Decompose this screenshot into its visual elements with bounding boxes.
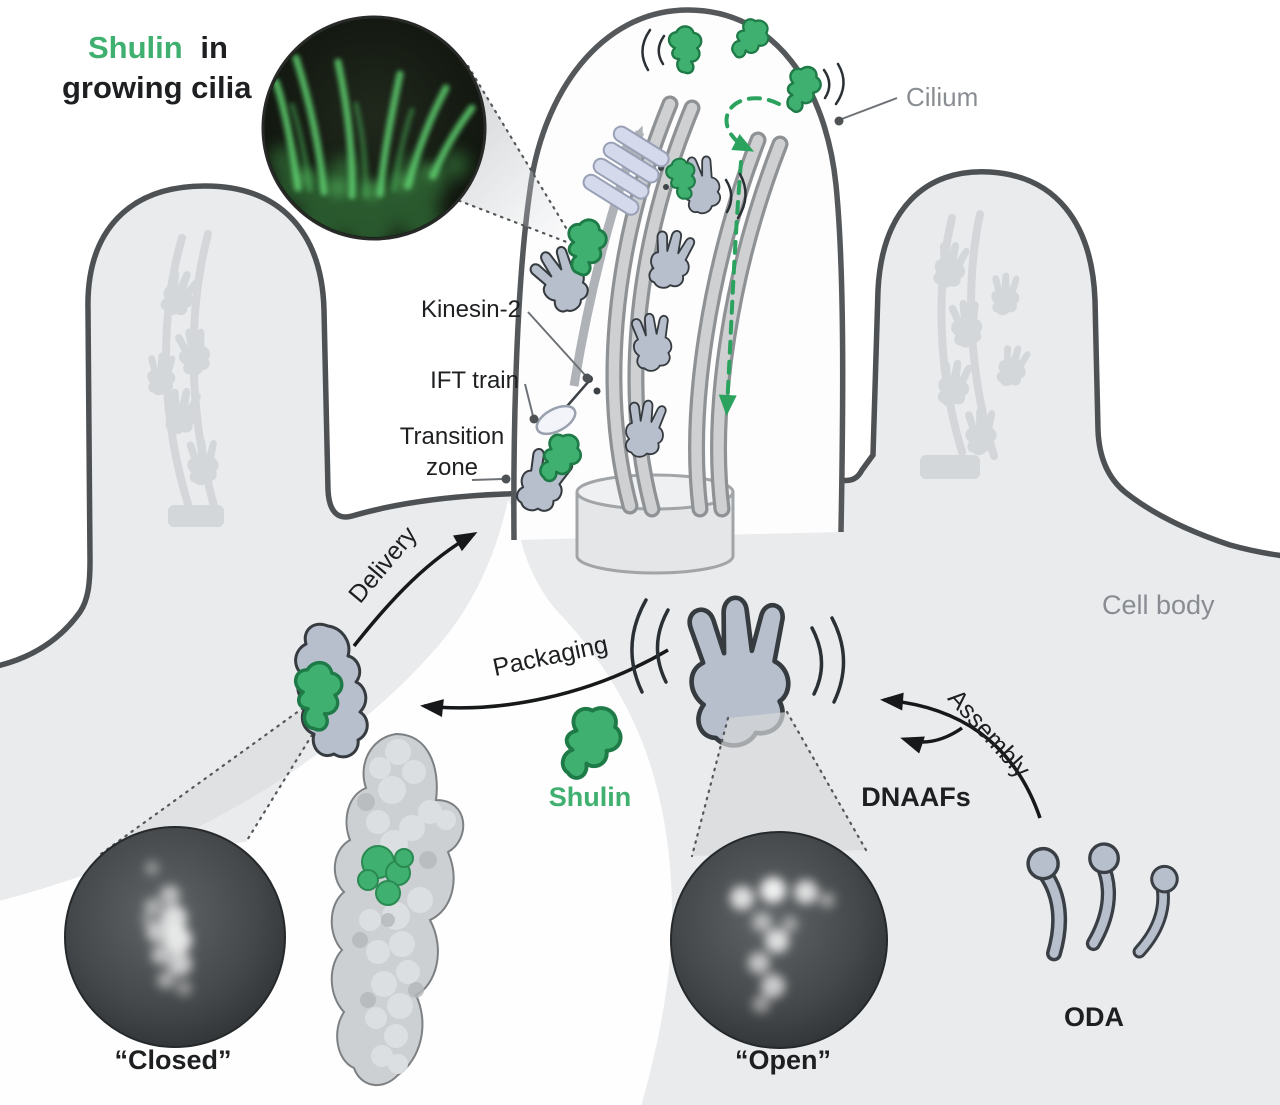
shulin-label: Shulin bbox=[549, 782, 632, 812]
dnaafs-label: DNAAFs bbox=[861, 782, 971, 812]
leader-dots bbox=[501, 116, 844, 484]
svg-text:Shulin in: Shulin in bbox=[88, 30, 228, 65]
leader-lines bbox=[471, 97, 898, 481]
transition-zone-label: Transition zone bbox=[400, 423, 504, 481]
packaging-arrow bbox=[420, 648, 669, 717]
kinesin2-label: Kinesin-2 bbox=[421, 296, 521, 323]
ift-train-label: IFT train bbox=[430, 367, 519, 394]
svg-text:Transition: Transition bbox=[400, 423, 504, 450]
title-line2: growing cilia bbox=[62, 70, 252, 105]
left-ghost-cilium bbox=[147, 230, 224, 527]
open-inset-connector bbox=[690, 710, 868, 858]
closed-label: “Closed” bbox=[114, 1045, 231, 1075]
right-ghost-cilium bbox=[920, 210, 1033, 479]
delivery-arrow bbox=[352, 532, 478, 648]
dnaaf-arrow bbox=[900, 726, 964, 754]
assembly-arrow bbox=[880, 692, 1042, 819]
cell-body-label: Cell body bbox=[1102, 590, 1215, 620]
title-rest: in bbox=[200, 30, 228, 65]
motion-arcs bbox=[641, 28, 845, 220]
open-label: “Open” bbox=[735, 1045, 831, 1075]
title-highlight: Shulin bbox=[88, 30, 183, 65]
closed-inset-connector bbox=[96, 706, 322, 858]
structure-model bbox=[330, 732, 465, 1087]
process-arrows bbox=[352, 532, 1042, 819]
open-oda bbox=[630, 594, 846, 749]
oda-label: ODA bbox=[1064, 1002, 1124, 1032]
fluorescence-inset bbox=[261, 15, 487, 241]
vibration-arcs bbox=[630, 598, 846, 704]
diffusion-path bbox=[718, 96, 781, 416]
cilium-label: Cilium bbox=[906, 82, 978, 112]
open-em-inset bbox=[670, 831, 888, 1049]
ift-train bbox=[582, 125, 670, 216]
svg-text:zone: zone bbox=[426, 454, 478, 481]
structure-shulin bbox=[357, 845, 414, 906]
closed-em-inset bbox=[64, 826, 286, 1048]
figure-title: Shulin in growing cilia bbox=[62, 30, 252, 105]
ift-particle bbox=[535, 404, 577, 436]
closed-oda-shulin bbox=[285, 622, 369, 759]
